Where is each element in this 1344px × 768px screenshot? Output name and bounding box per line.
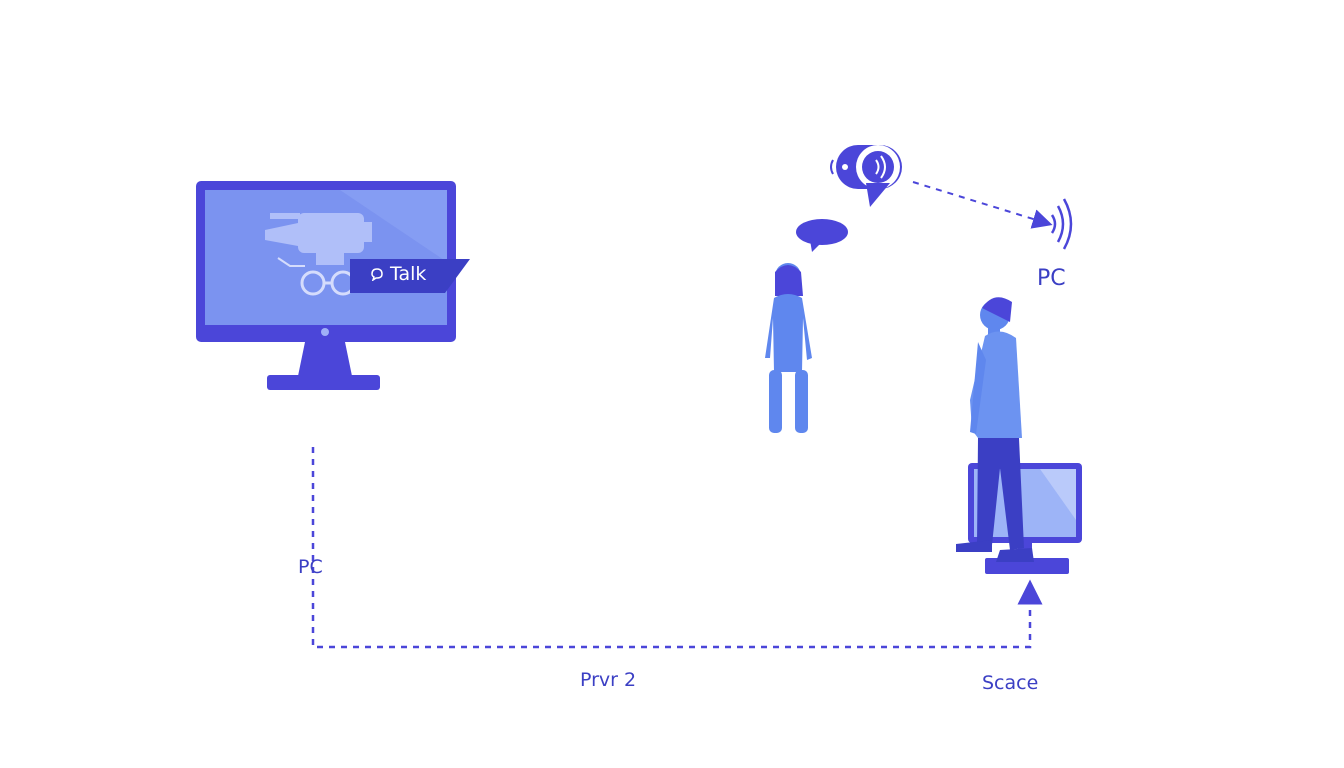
label-pc-left: PC [298, 556, 323, 578]
camera-robot-icon [265, 213, 372, 296]
speaker-icon [830, 145, 902, 207]
talk-label: Talk [390, 263, 427, 285]
label-pc-right: PC [1037, 266, 1066, 291]
speech-bubble-icon [796, 219, 848, 252]
speech-icon [371, 268, 383, 281]
label-bottom-path: Prvr 2 [580, 669, 637, 691]
person-man [956, 297, 1034, 562]
sound-waves-icon [1050, 198, 1073, 250]
speaker-arrow [912, 181, 1053, 229]
label-bottom-right: Scace [982, 672, 1039, 694]
talk-badge[interactable] [350, 259, 470, 293]
talk-button[interactable]: Talk [370, 263, 426, 285]
person-woman [765, 263, 812, 433]
dashed-connector [311, 447, 1043, 649]
